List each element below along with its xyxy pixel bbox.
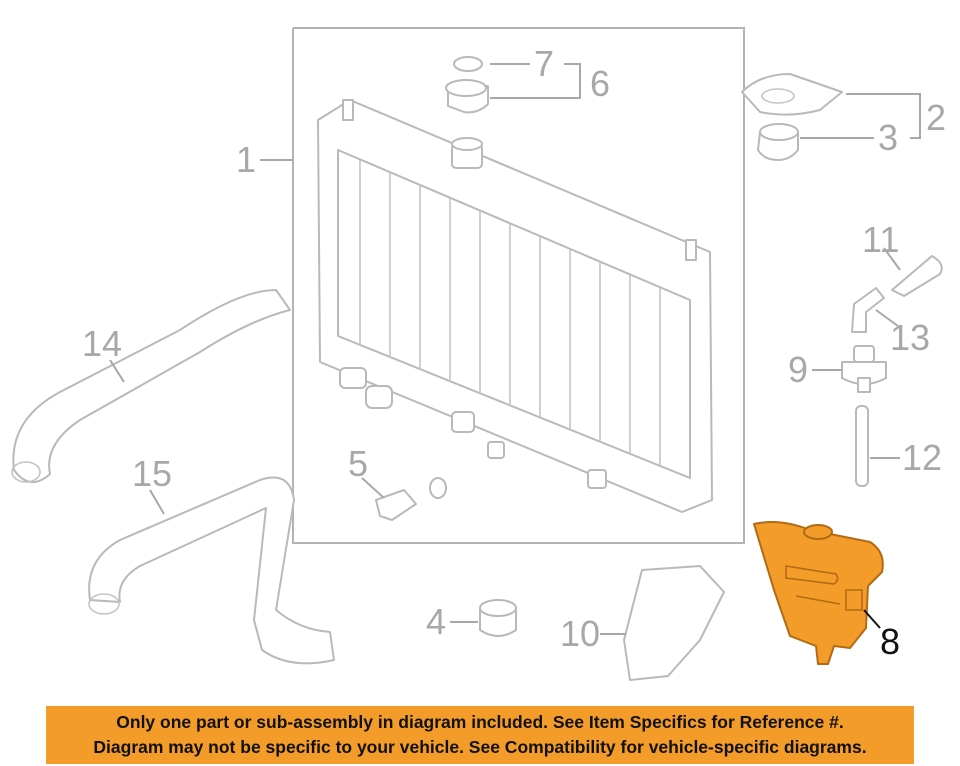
bracket-part-2[interactable] [741,73,843,116]
cushion-part-4[interactable] [479,599,517,637]
callout-7: 7 [534,43,554,84]
callout-3: 3 [878,117,898,158]
pin-part-12[interactable] [855,405,869,487]
leader-8 [863,609,881,629]
notice-line-1: Only one part or sub-assembly in diagram… [116,712,844,732]
callout-4: 4 [426,601,446,642]
callout-5: 5 [348,443,368,484]
callout-12: 12 [902,437,942,478]
callout-8: 8 [880,621,900,662]
radiator-part[interactable] [317,99,713,513]
callout-10: 10 [560,613,600,654]
callout-9: 9 [788,349,808,390]
washer-part-7[interactable] [453,56,483,72]
cushion-part-3[interactable] [757,123,799,161]
callout-14: 14 [82,323,122,364]
leader-13 [875,309,899,327]
drain-plug-part-5[interactable] [375,477,447,521]
cap-part-6[interactable] [445,79,489,114]
hose-part-11[interactable] [891,255,943,297]
leader-6 [490,63,581,99]
leader-15 [149,489,165,515]
hose-part-14[interactable] [12,289,291,483]
notice-banner: Only one part or sub-assembly in diagram… [46,706,914,764]
callout-2: 2 [926,97,946,138]
callout-11: 11 [862,219,899,260]
callout-1: 1 [236,139,256,180]
leader-5 [361,477,385,499]
joint-part-13[interactable] [851,287,885,333]
mount-part-9[interactable] [841,345,887,393]
leader-14 [109,359,125,383]
leader-11 [883,247,901,271]
radiator-group-frame [292,27,745,544]
bracket-part-10[interactable] [623,565,725,681]
callout-6: 6 [590,63,610,104]
callout-15: 15 [132,453,172,494]
hose-part-15[interactable] [88,476,335,665]
callout-13: 13 [890,317,930,358]
leader-2 [846,93,921,139]
notice-line-2: Diagram may not be specific to your vehi… [93,737,867,757]
reservoir-tank-part-8[interactable] [753,521,884,665]
